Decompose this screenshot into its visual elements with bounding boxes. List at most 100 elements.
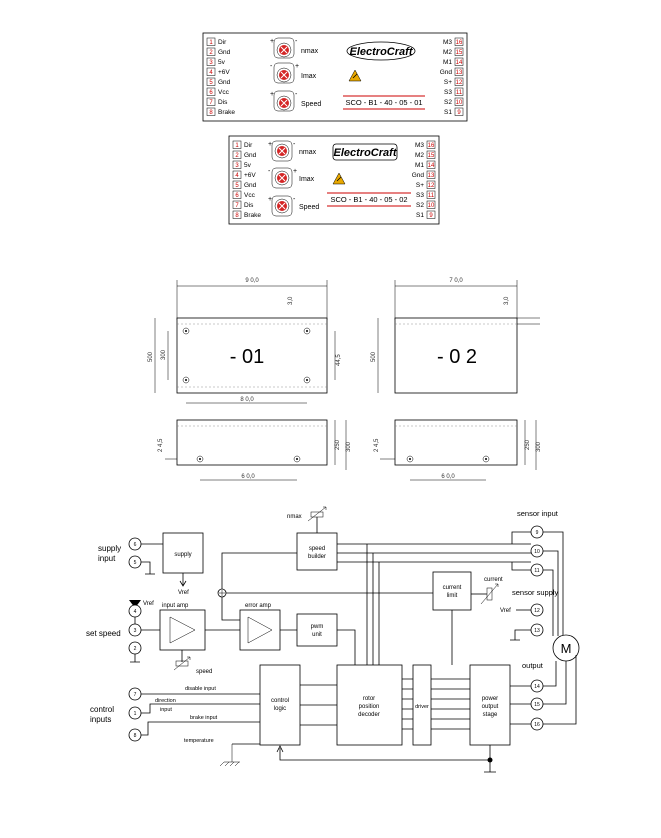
svg-text:5v: 5v (218, 59, 226, 66)
node-1: 1 (128, 706, 142, 720)
svg-text:-: - (270, 63, 273, 70)
svg-text:4: 4 (134, 609, 137, 615)
svg-text:M2: M2 (415, 152, 424, 159)
svg-text:2: 2 (235, 153, 239, 159)
svg-text:+: + (268, 141, 272, 148)
svg-text:4: 4 (235, 173, 239, 179)
svg-text:+: + (270, 38, 274, 45)
svg-text:500: 500 (371, 351, 377, 362)
svg-text:10: 10 (534, 549, 540, 555)
block-driver (412, 664, 432, 746)
svg-text:300: 300 (161, 349, 167, 360)
pot-label: Imax (301, 73, 317, 80)
svg-text:S1: S1 (416, 212, 424, 219)
block-pwm-unit (296, 613, 338, 647)
svg-text:S3: S3 (416, 192, 424, 199)
variant-label: - 0 2 (437, 346, 477, 368)
svg-text:current: current (484, 577, 503, 583)
label-vref: Vref (178, 590, 189, 596)
right-pin: 12S+ (444, 77, 464, 86)
svg-text:stage: stage (483, 712, 498, 718)
svg-text:16: 16 (534, 722, 540, 728)
svg-text:Dis: Dis (218, 99, 228, 106)
svg-text:6 0,0: 6 0,0 (441, 474, 455, 480)
node-6: 6 (128, 537, 142, 551)
dimension-drawing-01: 9 0,0 3,0 - 01 500 300 44,5 8 0,0 (148, 278, 342, 404)
svg-text:11: 11 (456, 90, 463, 96)
svg-text:6: 6 (235, 193, 239, 199)
svg-text:M3: M3 (415, 142, 424, 149)
svg-text:Gnd: Gnd (218, 49, 231, 56)
svg-text:rotor: rotor (363, 696, 375, 702)
pot-speed: + - Speed (268, 195, 319, 217)
svg-text:7: 7 (235, 203, 239, 209)
label-supply-input-2: input (98, 554, 116, 563)
side-view-01: 2 4,5 250 300 6 0,0 (158, 419, 352, 481)
svg-text:Gnd: Gnd (412, 172, 425, 179)
svg-text:13: 13 (428, 173, 435, 179)
svg-text:7: 7 (209, 100, 213, 106)
block-current-limit (432, 571, 472, 611)
svg-text:speed: speed (309, 546, 325, 552)
svg-text:pwm: pwm (311, 624, 324, 630)
svg-text:8: 8 (134, 733, 137, 739)
svg-text:8: 8 (209, 110, 213, 116)
label-control-inputs: control (90, 705, 114, 714)
svg-text:disable input: disable input (185, 686, 216, 692)
svg-text:-: - (268, 168, 271, 175)
svg-text:1: 1 (134, 711, 137, 717)
svg-text:error amp: error amp (245, 603, 272, 609)
svg-text:5: 5 (134, 560, 137, 566)
svg-text:Brake: Brake (244, 212, 261, 219)
pot-speed: + - Speed (270, 90, 321, 112)
svg-text:logic: logic (274, 706, 286, 712)
svg-text:control: control (271, 698, 289, 704)
svg-text:Vcc: Vcc (218, 89, 230, 96)
svg-text:7: 7 (134, 692, 137, 698)
svg-text:13: 13 (534, 628, 540, 634)
svg-text:2: 2 (134, 646, 137, 652)
right-pin: 12S+ (416, 180, 436, 189)
pot-nmax: + - nmax (270, 37, 319, 59)
model-number: SCO - B1 - 40 - 05 - 01 (345, 98, 422, 107)
speed-pot-icon (173, 656, 191, 671)
label-sensor-supply: sensor supply (512, 588, 559, 597)
svg-text:Dir: Dir (244, 142, 253, 149)
svg-text:10: 10 (456, 100, 463, 106)
svg-text:15: 15 (428, 153, 435, 159)
svg-text:limit: limit (447, 593, 458, 599)
block-rotor-decoder (336, 664, 403, 746)
svg-text:-: - (293, 196, 296, 203)
svg-text:500: 500 (148, 351, 154, 362)
block-supply (162, 532, 204, 574)
svg-text:3: 3 (235, 163, 239, 169)
svg-text:speed: speed (196, 669, 212, 675)
svg-text:+: + (293, 168, 297, 175)
svg-text:+: + (295, 63, 299, 70)
svg-text:S3: S3 (444, 89, 452, 96)
node-7: 7 (128, 687, 142, 701)
pot-label: nmax (301, 48, 319, 55)
pot-label: Speed (299, 204, 319, 211)
svg-text:builder: builder (308, 554, 326, 560)
svg-text:14: 14 (456, 60, 463, 66)
block-control-logic (259, 664, 301, 746)
node-9: 9 (530, 525, 544, 539)
variant-label: - 01 (230, 346, 264, 368)
brand-logo: ElectroCraft (346, 41, 416, 61)
svg-text:current: current (443, 585, 462, 591)
svg-text:unit: unit (312, 632, 322, 638)
svg-text:-: - (295, 38, 298, 45)
svg-text:12: 12 (428, 183, 435, 189)
svg-text:250: 250 (335, 439, 341, 450)
svg-text:2 4,5: 2 4,5 (374, 438, 380, 452)
pot-label: Imax (299, 176, 315, 183)
svg-text:brake input: brake input (190, 715, 218, 721)
